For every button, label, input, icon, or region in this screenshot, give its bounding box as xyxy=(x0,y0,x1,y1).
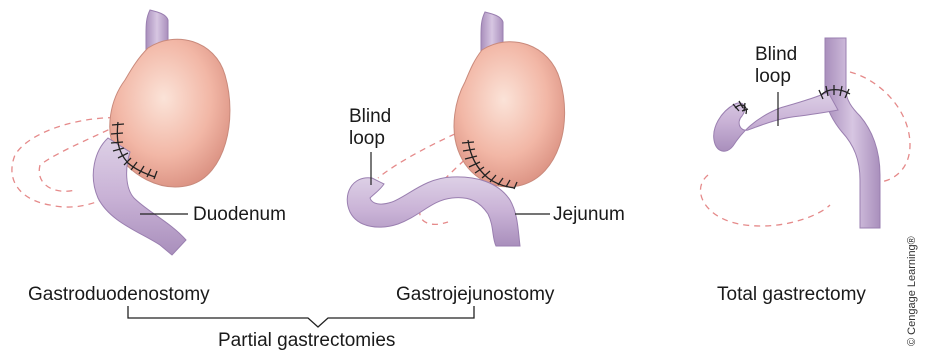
blind-loop-label-line2: loop xyxy=(349,128,385,150)
esophagus-jejunum xyxy=(825,38,880,228)
partial-gastrectomies-bracket xyxy=(128,306,474,327)
blind-loop-label-line1: Blind xyxy=(349,106,391,128)
partial-gastrectomies-label: Partial gastrectomies xyxy=(218,330,395,352)
jejunum xyxy=(347,177,520,246)
blind-loop-label-line1: Blind xyxy=(755,44,797,66)
duodenum-label: Duodenum xyxy=(193,204,286,226)
stomach xyxy=(110,39,230,187)
total-gastrectomy-figure xyxy=(700,38,910,228)
copyright-notice: © Cengage Learning® xyxy=(906,236,918,346)
gastroduodenostomy-caption: Gastroduodenostomy xyxy=(28,284,210,306)
gastrojejunostomy-caption: Gastrojejunostomy xyxy=(396,284,554,306)
blind-loop xyxy=(714,92,838,151)
blind-loop-label-line2: loop xyxy=(755,66,791,88)
stomach xyxy=(454,42,565,187)
total-gastrectomy-caption: Total gastrectomy xyxy=(717,284,866,306)
jejunum-label: Jejunum xyxy=(553,204,625,226)
